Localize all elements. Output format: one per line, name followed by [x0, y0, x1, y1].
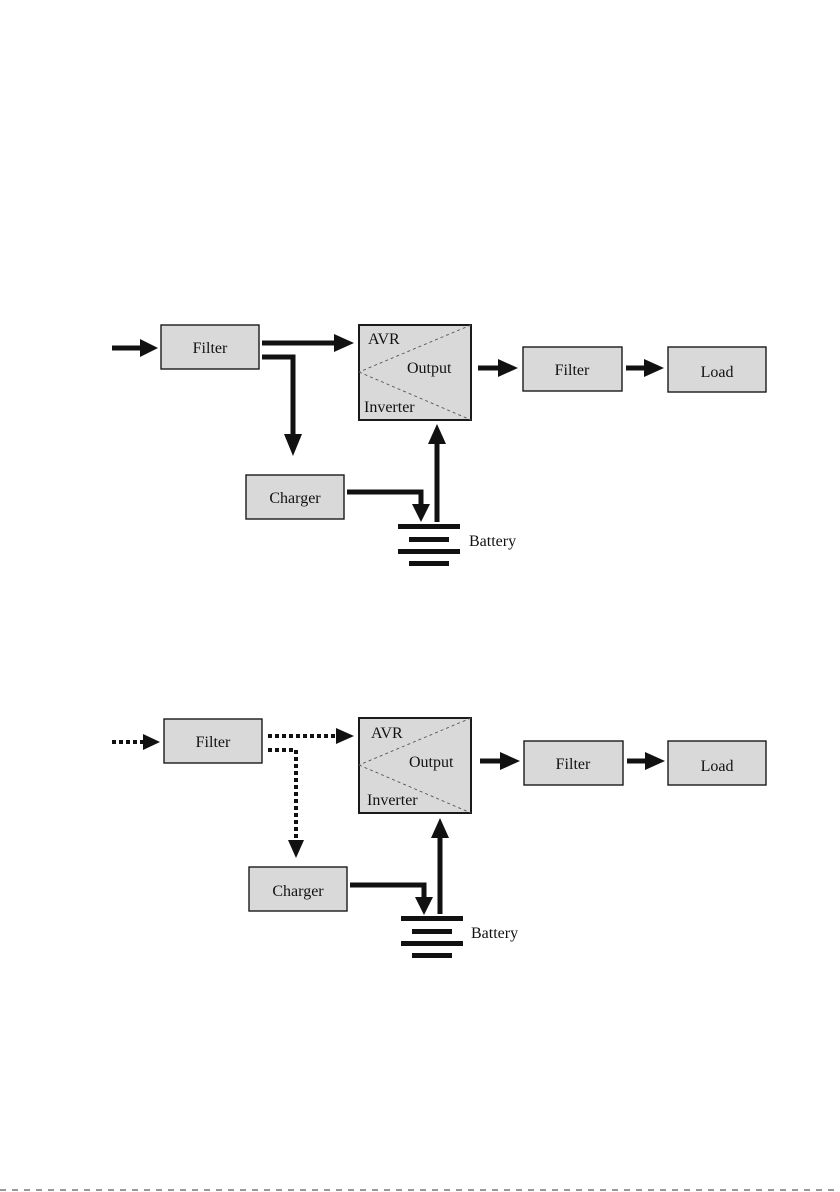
diagram-normal-mode: Filter AVR Output Inverter: [112, 325, 766, 566]
filter-output-box: Filter: [523, 347, 622, 391]
arrow-head-icon: [645, 752, 665, 770]
inverter-label: Inverter: [367, 792, 418, 809]
output-label: Output: [409, 754, 454, 771]
charger-label: Charger: [272, 883, 324, 900]
charger-label: Charger: [269, 490, 321, 507]
arrow-head-icon: [336, 728, 354, 744]
battery-icon: [398, 524, 460, 566]
load-box: Load: [668, 347, 766, 392]
filter-output-label: Filter: [556, 756, 591, 773]
filter-input-label: Filter: [193, 340, 228, 357]
filter-input-box: Filter: [161, 325, 259, 369]
avr-to-filter-arrow: [480, 752, 520, 770]
filter-to-avr-arrow: [268, 728, 354, 744]
battery-to-inverter-arrow: [428, 424, 446, 522]
arrow-head-icon: [143, 734, 160, 750]
filter-input-box: Filter: [164, 719, 262, 763]
filter-input-label: Filter: [196, 734, 231, 751]
input-arrow: [112, 734, 160, 750]
filter-to-load-arrow: [626, 359, 664, 377]
arrow-head-icon: [431, 818, 449, 838]
avr-to-filter-arrow: [478, 359, 518, 377]
arrow-head-icon: [140, 339, 158, 357]
input-arrow: [112, 339, 158, 357]
avr-inverter-block: AVR Output Inverter: [359, 325, 471, 420]
charger-to-battery-arrow: [347, 492, 430, 522]
diagram-battery-mode: Filter AVR Output Inverter: [112, 718, 766, 958]
filter-output-box: Filter: [524, 741, 623, 785]
filter-output-label: Filter: [555, 362, 590, 379]
battery-to-inverter-arrow: [431, 818, 449, 914]
arrow-head-icon: [644, 359, 664, 377]
load-box: Load: [668, 741, 766, 785]
charger-box: Charger: [249, 867, 347, 911]
battery-label: Battery: [469, 533, 516, 550]
battery-label: Battery: [471, 925, 518, 942]
arrow-head-icon: [412, 504, 430, 522]
arrow-head-icon: [498, 359, 518, 377]
avr-label: AVR: [368, 331, 400, 348]
avr-label: AVR: [371, 725, 403, 742]
avr-inverter-block: AVR Output Inverter: [359, 718, 471, 813]
load-label: Load: [701, 364, 734, 381]
filter-to-avr-arrow: [262, 334, 354, 352]
load-label: Load: [701, 758, 734, 775]
charger-box: Charger: [246, 475, 344, 519]
charger-to-battery-arrow: [350, 885, 433, 915]
filter-to-charger-arrow: [262, 357, 302, 456]
battery-icon: [401, 916, 463, 958]
arrow-head-icon: [500, 752, 520, 770]
output-label: Output: [407, 360, 452, 377]
arrow-head-icon: [284, 434, 302, 456]
arrow-head-icon: [428, 424, 446, 444]
arrow-head-icon: [334, 334, 354, 352]
arrow-head-icon: [288, 840, 304, 858]
filter-to-charger-arrow: [268, 750, 304, 858]
inverter-label: Inverter: [364, 399, 415, 416]
arrow-head-icon: [415, 897, 433, 915]
filter-to-load-arrow: [627, 752, 665, 770]
